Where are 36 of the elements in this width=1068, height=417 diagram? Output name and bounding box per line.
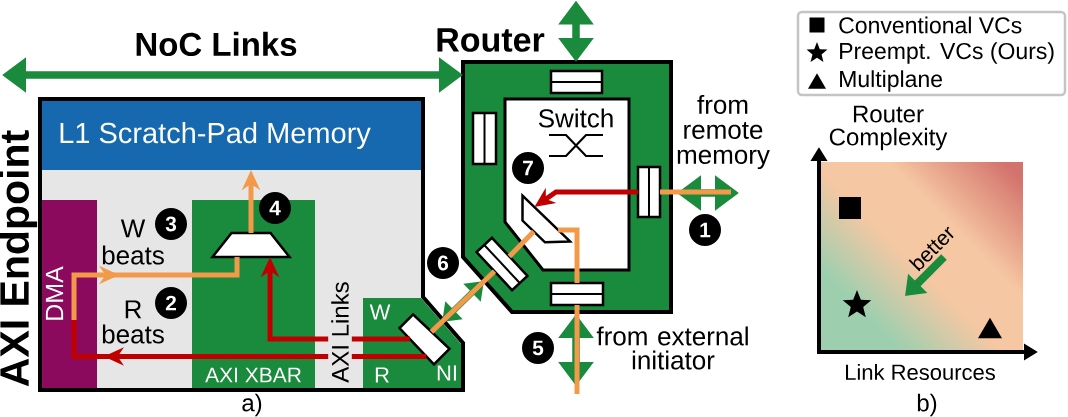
annotation-text: from external initiator [596,326,748,370]
legend-label: Preempt. VCs (Ours) [840,42,1054,64]
callout-number: 5 [522,332,554,364]
callout-number: 1 [689,214,721,246]
legend-label: Multiplane [840,70,942,92]
axis-title: Link Resources [846,363,995,381]
double-arrow [442,281,484,322]
buffer-box [549,69,604,95]
buffer-box [636,165,662,219]
annotation-text: from remote memory [677,94,770,170]
edge-label: NoC Links [133,30,299,58]
arrow [71,257,240,320]
callout-number: 4 [259,192,291,224]
connector-line [558,227,580,283]
port-label: W [369,304,391,320]
block-heading: Router [437,28,545,52]
connector-line [660,189,731,195]
dma-block: DMA [42,200,97,388]
callout-number: 6 [427,247,459,279]
panel-label: b) [917,393,937,417]
callout-number: 3 [155,208,187,240]
block-label: NI [437,365,456,381]
arrow [71,320,427,366]
connector-line [574,305,580,394]
connector-line [507,229,536,259]
buffer-box [549,281,605,307]
buffer-box [471,111,498,166]
axis-title: Router Complexity [829,105,948,151]
memory-block: L1 Scratch-Pad Memory [42,101,421,170]
port-label: R [375,367,389,383]
legend-label: Conventional VCs [839,16,1022,34]
link-label: AXI Links [328,278,352,386]
panel-label: a) [242,393,262,417]
connector-line [429,269,497,334]
callout-number: 7 [512,152,544,184]
callout-number: 2 [155,287,187,319]
